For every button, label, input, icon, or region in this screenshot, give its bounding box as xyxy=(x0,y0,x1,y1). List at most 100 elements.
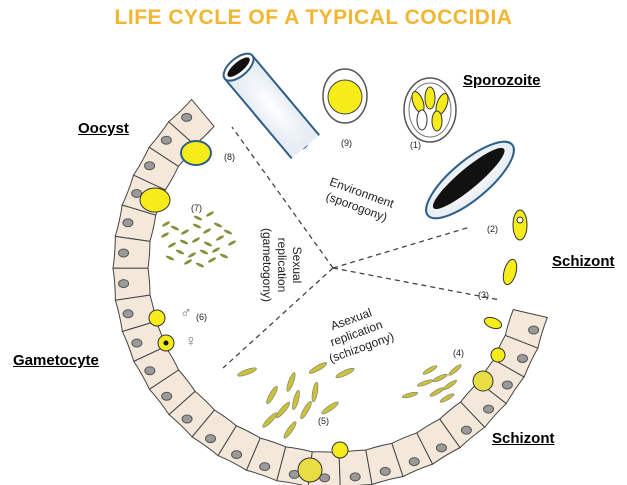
oocyst-capsule-right xyxy=(416,130,525,230)
oocyst-capsule-left xyxy=(219,49,319,159)
sporulated-oocyst xyxy=(404,78,456,142)
merozoite xyxy=(265,385,279,405)
cell-nucleus xyxy=(461,426,471,434)
step-5: (5) xyxy=(318,416,329,426)
sporozoite-entering xyxy=(483,315,503,331)
cell-nucleus xyxy=(436,444,446,452)
cell-nucleus xyxy=(119,249,129,257)
merozoite xyxy=(422,364,438,375)
cell-nucleus xyxy=(529,326,539,334)
microgamete xyxy=(199,249,208,256)
sexual-stage-label: Sexual replication (gametogony) xyxy=(260,228,304,302)
merozoite xyxy=(439,392,455,403)
merozoite xyxy=(282,420,298,439)
cell-nucleus xyxy=(162,392,172,400)
trophozoite-bottom xyxy=(332,442,348,458)
cell-nucleus xyxy=(502,381,512,389)
unsporulated-oocyst xyxy=(323,69,367,123)
step-2: (2) xyxy=(487,224,498,234)
cell-nucleus xyxy=(182,415,192,423)
cell-nucleus xyxy=(350,473,360,481)
merozoite xyxy=(299,400,313,420)
sporozoite-label: Sporozoite xyxy=(463,72,541,89)
zygote-in-cell xyxy=(140,188,170,212)
merozoite xyxy=(335,367,355,380)
microgamete xyxy=(161,220,170,227)
mature-schizont xyxy=(298,458,322,482)
merozoite-cluster xyxy=(402,363,463,403)
microgamete xyxy=(203,241,212,248)
schizont-in-cell xyxy=(473,371,493,391)
cell-nucleus xyxy=(206,435,216,443)
microgamete xyxy=(207,256,216,263)
cell-nucleus xyxy=(232,451,242,459)
cell-nucleus xyxy=(260,463,270,471)
microgamete xyxy=(175,249,184,256)
merozoite xyxy=(442,379,457,391)
schizont-label-bottom: Schizont xyxy=(492,430,555,447)
microgamete xyxy=(227,239,236,246)
gametocyte-label: Gametocyte xyxy=(13,352,99,369)
step-7: (7) xyxy=(191,203,202,213)
cell-nucleus xyxy=(484,405,494,413)
step-1: (1) xyxy=(410,140,421,150)
male-symbol: ♂ xyxy=(180,305,192,322)
microgamete xyxy=(160,231,169,238)
svg-text:Sexual: Sexual xyxy=(290,247,304,284)
microgamete xyxy=(165,255,174,262)
microgamete xyxy=(183,258,192,265)
microgamete xyxy=(192,223,201,230)
microgamete xyxy=(219,253,228,260)
microgamete xyxy=(179,239,188,246)
svg-text:replication: replication xyxy=(275,238,289,293)
step-6: (6) xyxy=(196,312,207,322)
microgamete xyxy=(193,215,202,222)
microgamete xyxy=(195,262,204,269)
microgamete xyxy=(170,225,179,232)
microgamete xyxy=(187,251,196,258)
merozoite xyxy=(291,390,301,411)
step-3: (3) xyxy=(478,290,489,300)
cell-nucleus xyxy=(119,280,129,288)
schizont-label-top: Schizont xyxy=(552,253,615,270)
merozoite xyxy=(275,401,292,420)
microgamete xyxy=(167,241,176,248)
microgametocyte xyxy=(149,310,165,326)
macrogametocyte-nucleus xyxy=(164,341,169,346)
cell-nucleus xyxy=(132,339,142,347)
merozoite xyxy=(308,361,328,375)
asexual-stage-label: Asexual replication (schizogony) xyxy=(317,301,396,366)
microgamete xyxy=(223,229,232,236)
microgamete xyxy=(180,228,189,235)
merozoite xyxy=(417,378,433,387)
environment-stage-label: Environment (sporogony) xyxy=(323,175,397,226)
merozoite xyxy=(448,363,463,376)
step-4: (4) xyxy=(453,348,464,358)
merozoite xyxy=(432,373,448,383)
oocyst-in-cell xyxy=(181,141,211,165)
trophozoite xyxy=(491,348,505,362)
cell-nucleus xyxy=(145,367,155,375)
invading-sporozoite xyxy=(501,258,519,286)
microgamete xyxy=(215,234,224,241)
merozoite xyxy=(261,411,279,429)
merozoite xyxy=(320,400,339,416)
microgamete xyxy=(205,210,214,217)
cell-nucleus xyxy=(380,467,390,475)
free-sporozoite xyxy=(513,210,527,240)
microgamete xyxy=(211,246,220,253)
cell-nucleus xyxy=(518,354,528,362)
cell-nucleus xyxy=(409,458,419,466)
svg-text:(gametogony): (gametogony) xyxy=(260,228,274,302)
cell-nucleus xyxy=(123,310,133,318)
cell-nucleus xyxy=(182,113,192,121)
cell-nucleus xyxy=(161,136,171,144)
merozoite xyxy=(402,391,418,399)
microgamete xyxy=(202,227,211,234)
microgamete-swarm xyxy=(160,210,236,268)
oocyst-label: Oocyst xyxy=(78,120,129,137)
merozoite xyxy=(237,366,258,378)
microgamete xyxy=(213,222,222,229)
merozoite-group xyxy=(237,361,355,440)
merozoite xyxy=(429,386,445,397)
